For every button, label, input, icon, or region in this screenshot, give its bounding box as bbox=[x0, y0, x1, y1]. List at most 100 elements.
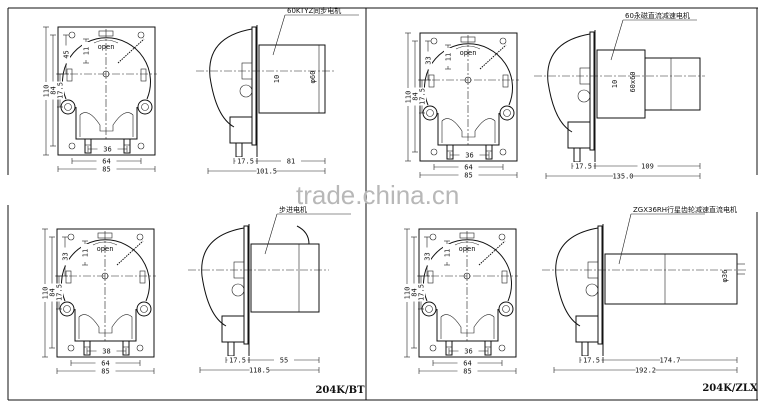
latch-knob-inner bbox=[426, 109, 434, 117]
tube-fitting bbox=[123, 138, 131, 154]
motor-label: 60KTYZ同步电机 bbox=[287, 6, 341, 15]
dimension-label: 64 bbox=[463, 360, 471, 368]
label-bg bbox=[55, 283, 63, 302]
open-label: open bbox=[97, 245, 114, 253]
screw-hole bbox=[137, 142, 145, 150]
label-bg bbox=[404, 88, 412, 106]
dimension-label: 64 bbox=[464, 164, 472, 172]
label-bg bbox=[42, 82, 50, 100]
open-label: open bbox=[460, 49, 477, 57]
label-bg bbox=[41, 284, 49, 302]
diameter-label: 60x60 bbox=[629, 71, 637, 92]
flange bbox=[243, 225, 249, 345]
dimension-label: 84 bbox=[412, 92, 420, 100]
side-slot bbox=[502, 74, 509, 88]
latch-knob bbox=[60, 99, 76, 115]
pump-housing bbox=[437, 113, 500, 146]
dimension-label: 110 bbox=[42, 287, 50, 300]
label-bg bbox=[411, 87, 419, 106]
spring-tube bbox=[117, 38, 145, 64]
screw-hole bbox=[498, 233, 506, 241]
dimension-label: 36 bbox=[103, 146, 111, 154]
flange bbox=[251, 26, 257, 146]
label-bg bbox=[457, 367, 478, 374]
spring-tube bbox=[479, 44, 507, 70]
label-bg bbox=[96, 347, 117, 354]
dimension-label: 17.5 bbox=[56, 284, 64, 301]
side-slot bbox=[139, 270, 146, 284]
pump-head-dome bbox=[547, 33, 591, 133]
dimension-label: 33 bbox=[62, 252, 70, 260]
dimension-label: 17.5 bbox=[57, 82, 65, 99]
gearbox bbox=[644, 57, 701, 111]
dimension-label: 11 bbox=[83, 47, 91, 55]
latch-knob bbox=[585, 283, 599, 297]
spring-tube bbox=[116, 240, 144, 266]
open-label: open bbox=[98, 43, 115, 51]
label-bg bbox=[403, 284, 411, 302]
label-bg bbox=[235, 157, 256, 164]
model-number: 204K/ZLX bbox=[702, 383, 758, 394]
label-bg bbox=[97, 145, 118, 152]
pump-housing bbox=[74, 309, 137, 342]
tube-fitting bbox=[83, 340, 91, 356]
label-bg bbox=[613, 172, 633, 179]
motor-body bbox=[258, 44, 326, 114]
dimension-label: 85 bbox=[102, 166, 110, 174]
tube-block bbox=[575, 315, 599, 343]
dimension-label: 55 bbox=[280, 357, 288, 365]
dimension-label: 17.5 bbox=[229, 357, 246, 365]
dimension-label: 81 bbox=[287, 158, 295, 166]
dimension-label: 84 bbox=[50, 86, 58, 94]
dimension-label: 118.5 bbox=[249, 367, 270, 375]
label-bg bbox=[458, 163, 479, 170]
pump-housing bbox=[436, 309, 499, 342]
screw-hole bbox=[499, 37, 507, 45]
latch-knob bbox=[239, 84, 253, 98]
screw-hole bbox=[137, 31, 145, 39]
label-bg bbox=[458, 347, 479, 354]
latch-knob bbox=[498, 301, 514, 317]
side-slot bbox=[427, 270, 434, 284]
screw-hole bbox=[136, 344, 144, 352]
clamp-jaws bbox=[79, 112, 134, 137]
dimension-label: 110 bbox=[404, 287, 412, 300]
dimension-label: 64 bbox=[101, 360, 109, 368]
diameter-label: φ36 bbox=[721, 270, 729, 283]
rotation-arrow bbox=[455, 45, 481, 50]
pump-head-dome bbox=[209, 28, 253, 128]
label-bg bbox=[96, 165, 117, 172]
dimension-label: 17.5 bbox=[237, 158, 254, 166]
screw-hole bbox=[498, 344, 506, 352]
tube-fitting bbox=[122, 340, 130, 356]
label-bg bbox=[281, 157, 301, 164]
label-bg bbox=[274, 356, 294, 363]
tube-fitting bbox=[484, 340, 492, 356]
dimension-label: 110 bbox=[405, 91, 413, 104]
motor-body bbox=[596, 49, 646, 119]
label-bg bbox=[443, 244, 451, 262]
dimension-label: 17.5 bbox=[583, 357, 600, 365]
tube-block bbox=[567, 121, 591, 149]
open-label: open bbox=[459, 245, 476, 253]
tube-fitting bbox=[235, 142, 243, 158]
latch-knob bbox=[421, 301, 437, 317]
screw-hole bbox=[68, 31, 76, 39]
label-bg bbox=[458, 171, 479, 178]
label-bg bbox=[96, 157, 117, 164]
dimension-label: 17.5 bbox=[575, 163, 592, 171]
dimension-label: 135.0 bbox=[612, 173, 633, 181]
rotation-arrow bbox=[93, 39, 119, 44]
dimension-label: 110 bbox=[43, 85, 51, 98]
leader-line bbox=[264, 213, 278, 255]
clamp-jaws bbox=[441, 118, 496, 143]
pump-housing bbox=[75, 107, 138, 140]
dimension-label: 36 bbox=[465, 152, 473, 160]
label-bg bbox=[457, 359, 478, 366]
